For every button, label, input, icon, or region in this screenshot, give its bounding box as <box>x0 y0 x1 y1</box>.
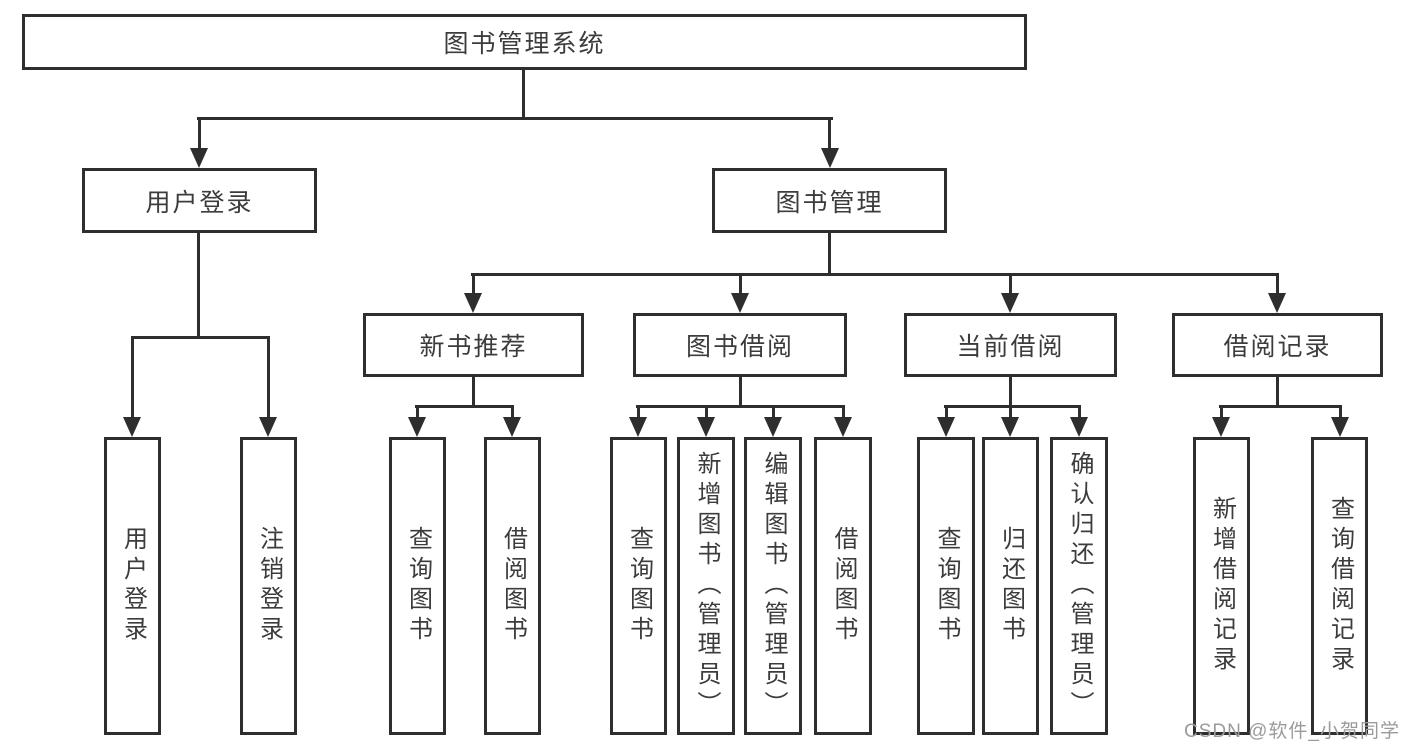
connector-to-book-mgmt <box>828 117 831 151</box>
leaf-label: 查询图书 <box>933 526 960 646</box>
arrow-down-icon <box>1001 293 1019 313</box>
leaf-add-borrow-record: 新增借阅记录 <box>1193 437 1250 735</box>
connector-to-user-login <box>198 117 201 151</box>
connector-to-leaf <box>772 405 775 419</box>
node-current-borrow: 当前借阅 <box>904 313 1117 377</box>
leaf-label: 查询图书 <box>404 526 432 646</box>
connector-level3-hbar <box>471 273 1279 276</box>
node-new-book-recommend: 新书推荐 <box>363 313 584 377</box>
connector-to-book-borrow <box>739 273 742 295</box>
arrow-down-icon <box>1212 417 1230 437</box>
leaf-edit-books-admin: 编辑图书（管理员） <box>744 437 802 735</box>
arrow-down-icon <box>123 417 141 437</box>
arrow-down-icon <box>464 293 482 313</box>
leaf-label: 查询借阅记录 <box>1326 496 1354 676</box>
arrow-down-icon <box>190 148 208 168</box>
connector-to-leaf <box>511 405 514 419</box>
node-user-login: 用户登录 <box>82 168 317 233</box>
leaf-logout: 注销登录 <box>240 437 297 735</box>
leaf-label: 编辑图书（管理员） <box>760 451 787 721</box>
connector-book-mgmt-stub <box>828 233 831 275</box>
arrow-down-icon <box>259 417 277 437</box>
connector-to-leaf <box>637 405 640 419</box>
leaf-query-books: 查询图书 <box>610 437 667 735</box>
node-book-mgmt: 图书管理 <box>712 168 947 233</box>
watermark-csdn: CSDN @软件_小贺同学 <box>1184 721 1400 742</box>
leaf-query-books: 查询图书 <box>917 437 975 735</box>
connector-to-leaf <box>705 405 708 419</box>
leaf-query-borrow-record: 查询借阅记录 <box>1311 437 1368 735</box>
connector-borrow-records-stub <box>1276 377 1279 407</box>
connector-new-book-hbar <box>415 405 514 408</box>
leaf-add-books-admin: 新增图书（管理员） <box>677 437 735 735</box>
connector-to-new-book <box>472 273 475 295</box>
arrow-down-icon <box>408 417 426 437</box>
connector-root-stub <box>522 70 525 118</box>
leaf-label: 借阅图书 <box>499 526 527 646</box>
connector-to-leaf <box>267 336 270 419</box>
node-library-system: 图书管理系统 <box>22 14 1027 70</box>
connector-to-leaf <box>1220 405 1223 419</box>
arrow-down-icon <box>731 293 749 313</box>
connector-to-leaf <box>1339 405 1342 419</box>
arrow-down-icon <box>937 417 955 437</box>
arrow-down-icon <box>834 417 852 437</box>
leaf-label: 确认归还（管理员） <box>1066 451 1093 721</box>
arrow-down-icon <box>1331 417 1349 437</box>
arrow-down-icon <box>1268 293 1286 313</box>
leaf-label: 注销登录 <box>255 526 283 646</box>
connector-to-leaf <box>416 405 419 419</box>
arrow-down-icon <box>821 148 839 168</box>
connector-user-login-stub <box>197 233 200 338</box>
arrow-down-icon <box>697 417 715 437</box>
connector-to-leaf <box>131 336 134 419</box>
connector-to-leaf <box>1009 405 1012 419</box>
connector-to-leaf <box>842 405 845 419</box>
leaf-confirm-return-admin: 确认归还（管理员） <box>1050 437 1108 735</box>
leaf-borrow-books: 借阅图书 <box>484 437 541 735</box>
connector-borrow-records-hbar <box>1219 405 1342 408</box>
leaf-query-books: 查询图书 <box>389 437 446 735</box>
leaf-label: 借阅图书 <box>830 526 857 646</box>
connector-to-leaf <box>945 405 948 419</box>
leaf-label: 归还图书 <box>997 526 1025 646</box>
arrow-down-icon <box>1070 417 1088 437</box>
leaf-label: 新增图书（管理员） <box>693 451 720 721</box>
node-book-borrow: 图书借阅 <box>633 313 847 377</box>
leaf-label: 新增借阅记录 <box>1208 496 1236 676</box>
connector-current-borrow-stub <box>1009 377 1012 407</box>
leaf-borrow-books: 借阅图书 <box>814 437 872 735</box>
connector-book-borrow-stub <box>739 377 742 407</box>
arrow-down-icon <box>503 417 521 437</box>
arrow-down-icon <box>1001 417 1019 437</box>
connector-current-borrow-hbar <box>944 405 1081 408</box>
connector-to-borrow-records <box>1276 273 1279 295</box>
leaf-user-login: 用户登录 <box>104 437 161 735</box>
leaf-label: 用户登录 <box>119 526 147 646</box>
connector-book-borrow-hbar <box>636 405 845 408</box>
node-borrow-records: 借阅记录 <box>1172 313 1383 377</box>
connector-to-leaf <box>1078 405 1081 419</box>
connector-level2-hbar <box>197 117 833 120</box>
leaf-return-books: 归还图书 <box>982 437 1039 735</box>
arrow-down-icon <box>764 417 782 437</box>
connector-to-current-borrow <box>1009 273 1012 295</box>
connector-user-login-hbar <box>131 336 270 339</box>
leaf-label: 查询图书 <box>625 526 653 646</box>
arrow-down-icon <box>629 417 647 437</box>
connector-new-book-stub <box>472 377 475 407</box>
